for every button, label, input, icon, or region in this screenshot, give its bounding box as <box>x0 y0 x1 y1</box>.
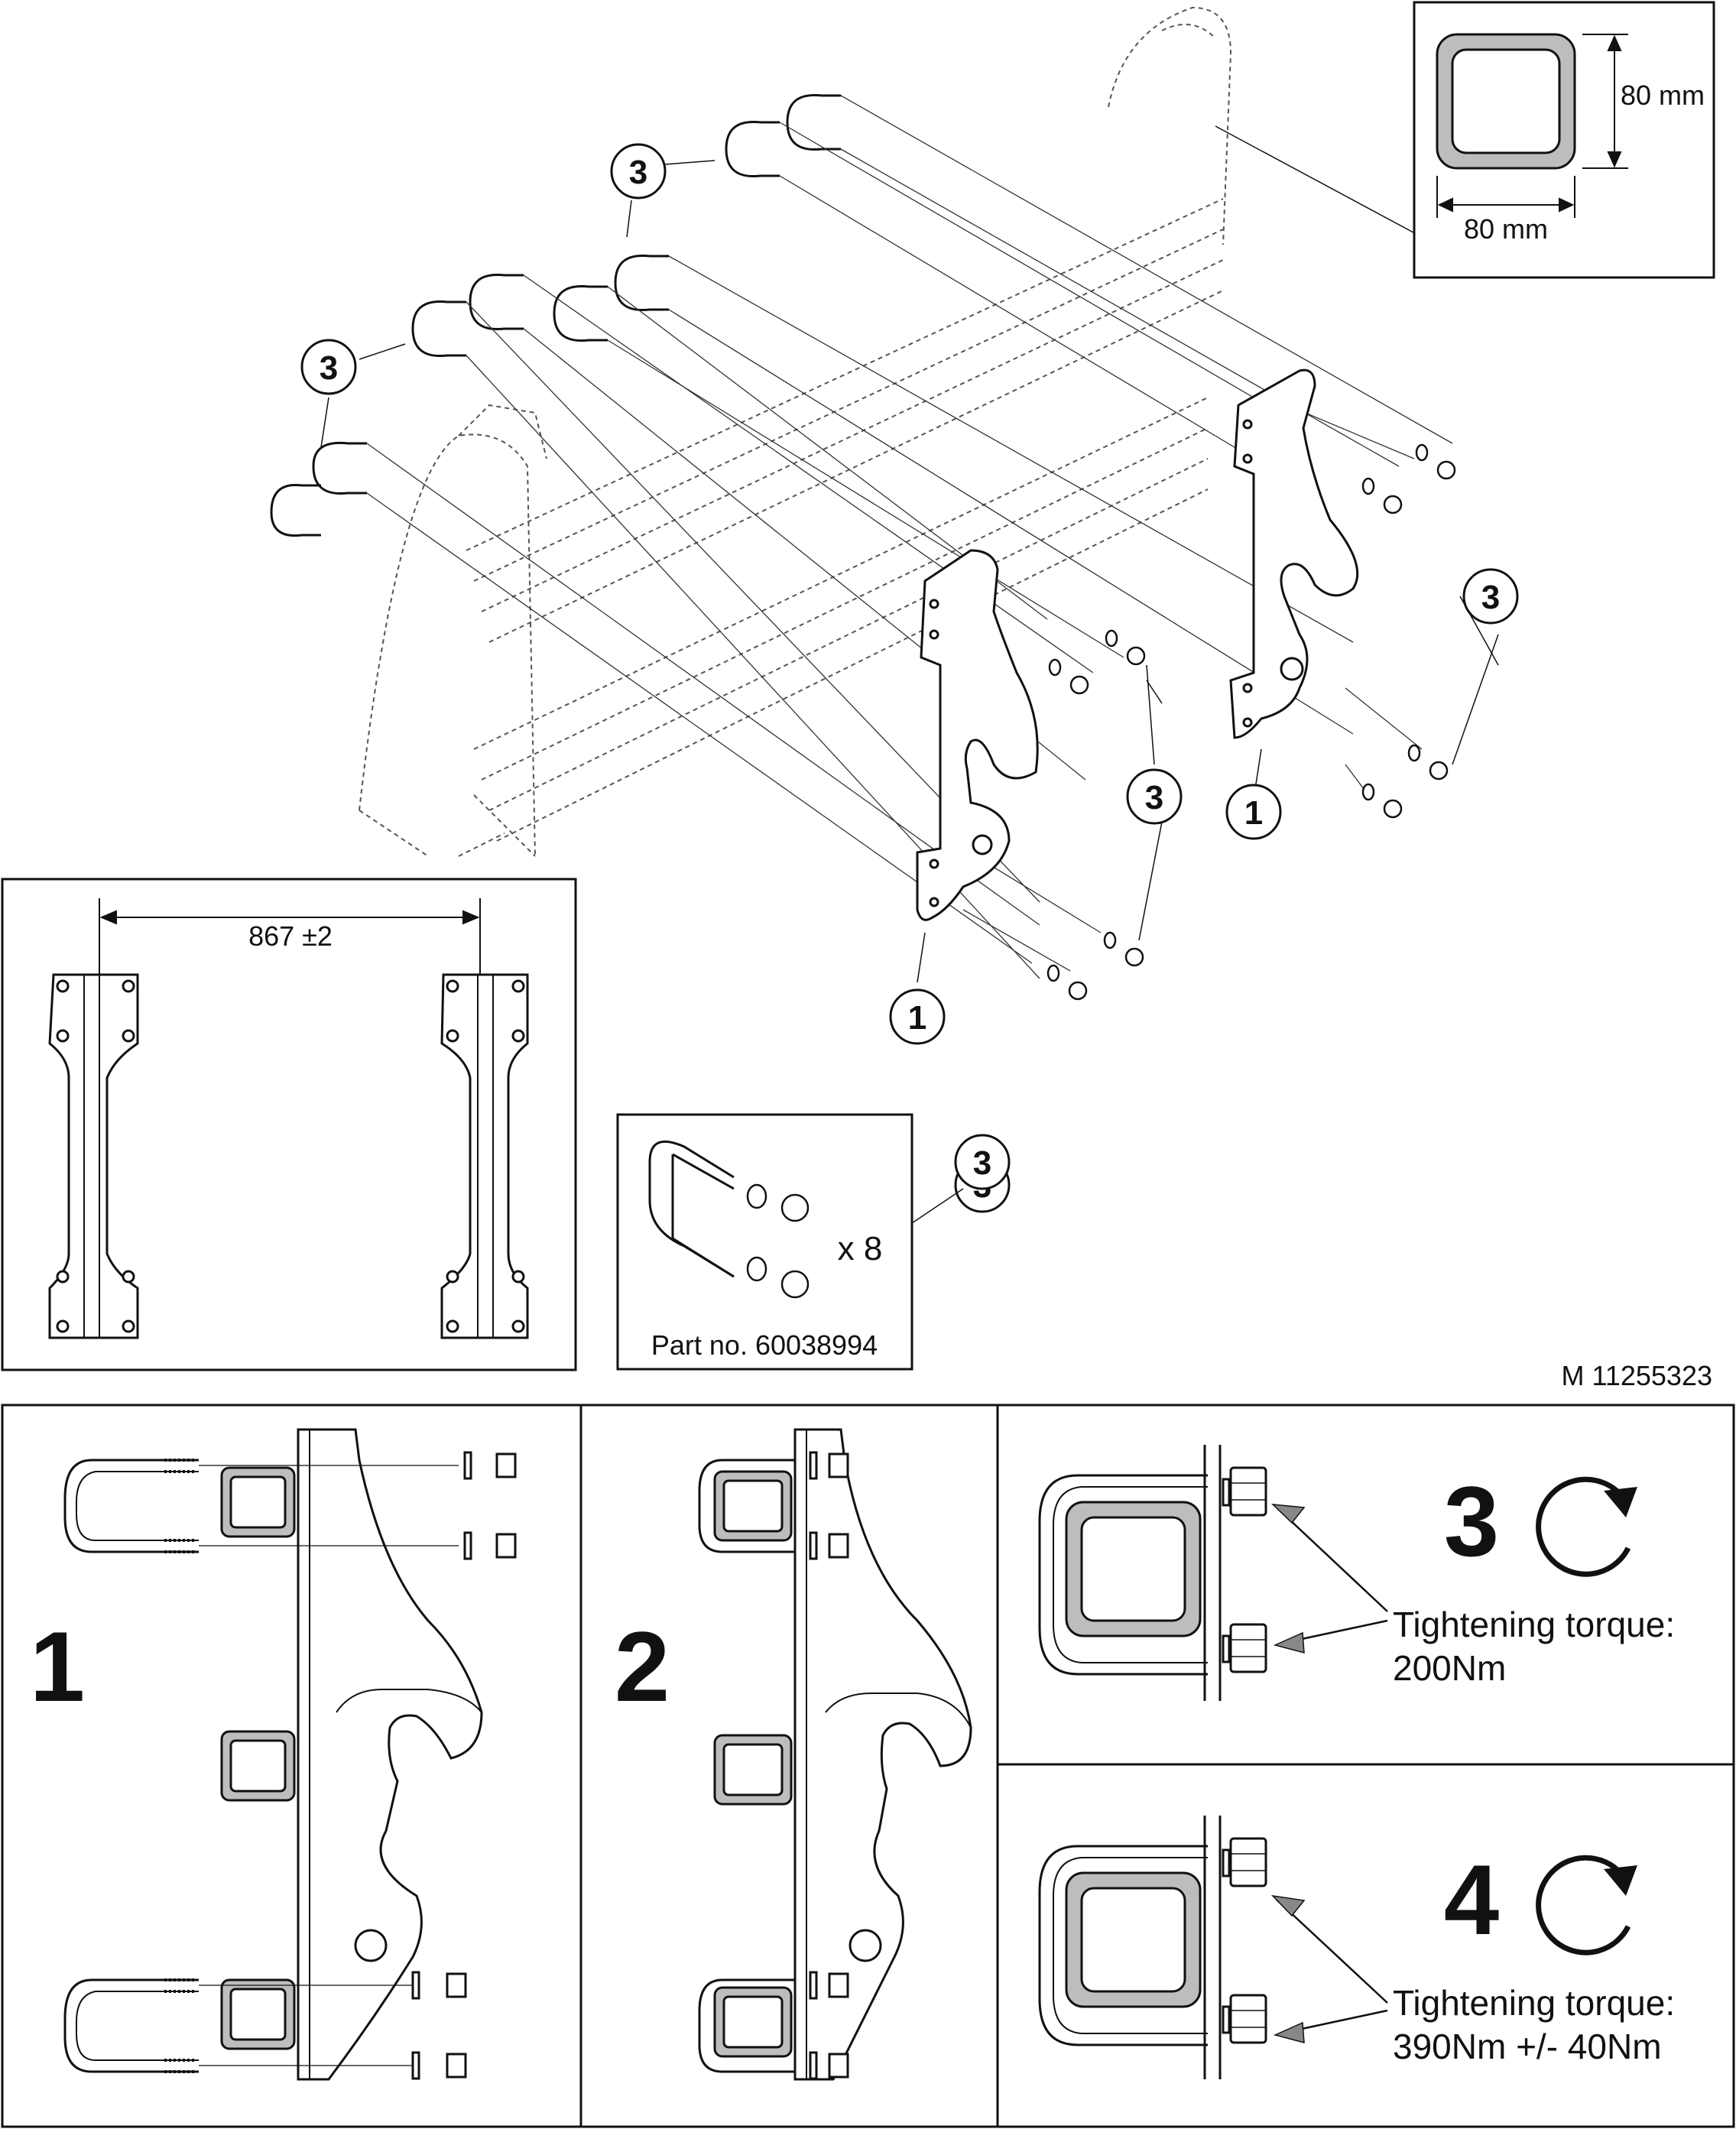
step-4-number: 4 <box>1444 1844 1499 1955</box>
kit-detail-box: x 8 Part no. 60038994 3 <box>616 1113 1011 1371</box>
step-3-panel: 3 Tightening torque: 200Nm <box>1038 1445 1675 1701</box>
step-4-torque-line2: 390Nm +/- 40Nm <box>1393 2027 1662 2066</box>
callout-leaders <box>320 125 1499 983</box>
washers-and-nuts <box>1046 443 1456 1001</box>
clockwise-icon <box>1536 1476 1631 1577</box>
bracket-front <box>916 549 1039 921</box>
callout-label: 3 <box>629 154 647 191</box>
callout-3-b: 3 <box>300 339 357 395</box>
clockwise-arrowhead <box>1604 1865 1637 1896</box>
bracket-rear <box>1229 368 1359 739</box>
u-bolts-group <box>270 93 841 537</box>
tube-height-label: 80 mm <box>1621 80 1705 111</box>
step-3-torque-line2: 200Nm <box>1393 1648 1506 1688</box>
spacing-dimension-label: 867 ±2 <box>248 920 333 952</box>
callout-1-b: 1 <box>889 988 946 1045</box>
kit-callout-label: 3 <box>973 1144 991 1182</box>
step-panels <box>1 1404 1735 2128</box>
callout-label: 1 <box>908 999 926 1037</box>
step-3-torque-line1: Tightening torque: <box>1393 1605 1675 1644</box>
kit-washers-nuts <box>746 1183 810 1299</box>
carrier-frame-phantom <box>359 6 1232 857</box>
callout-label: 3 <box>1145 779 1163 816</box>
spacing-detail-box: 867 ±2 <box>1 878 577 1371</box>
callout-3-c: 3 <box>1462 568 1519 625</box>
kit-u-bolt <box>648 1140 735 1278</box>
callout-3-a: 3 <box>610 143 667 200</box>
step-4-panel: 4 Tightening torque: 390Nm +/- 40Nm <box>1038 1816 1675 2079</box>
clockwise-icon <box>1536 1855 1631 1955</box>
step-1-number: 1 <box>30 1611 85 1722</box>
main-exploded-view: 3 3 3 3 3 1 1 <box>270 6 1519 1213</box>
callout-1-a: 1 <box>1225 784 1282 840</box>
step-4-torque-line1: Tightening torque: <box>1393 1983 1675 2023</box>
step-3-number: 3 <box>1444 1465 1499 1577</box>
spacing-bracket-left <box>48 973 139 1339</box>
callout-label: 3 <box>320 349 338 387</box>
clockwise-arrowhead <box>1604 1487 1637 1517</box>
kit-part-number: Part no. 60038994 <box>651 1329 878 1361</box>
callout-3-d: 3 <box>1126 768 1183 825</box>
spacing-bracket-right <box>440 973 529 1339</box>
kit-callout: 3 <box>954 1134 1011 1190</box>
step-1-panel: 1 <box>30 1428 517 2081</box>
step-2-panel: 2 <box>615 1428 972 2081</box>
callout-label: 3 <box>1481 579 1500 616</box>
callout-label: 1 <box>1244 794 1263 832</box>
step-2-number: 2 <box>615 1611 670 1722</box>
tube-detail-box: 80 mm 80 mm <box>1413 1 1715 279</box>
drawing-id: M 11255323 <box>1562 1360 1713 1391</box>
tube-width-label: 80 mm <box>1464 213 1548 245</box>
kit-quantity-label: x 8 <box>838 1230 883 1267</box>
